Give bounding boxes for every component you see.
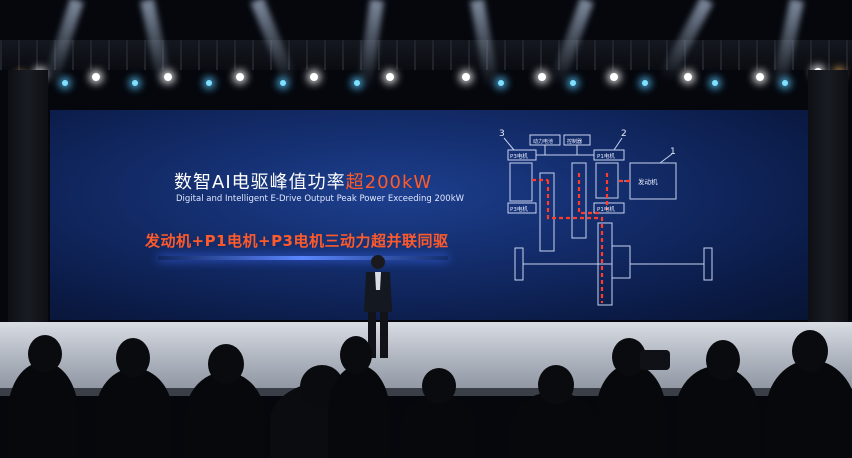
presenter: [364, 255, 392, 358]
audience-member: [792, 330, 828, 372]
wheel-right: [703, 247, 713, 281]
stage-light: [92, 73, 100, 81]
stage-light: [498, 80, 504, 86]
diagram-label-p1-bottom: P1电机: [597, 205, 615, 213]
audience-member: [8, 362, 78, 458]
stage-light: [462, 73, 470, 81]
stage-light: [712, 80, 718, 86]
stage-light: [782, 80, 788, 86]
audience-member: [766, 360, 852, 458]
audience-member: [422, 368, 456, 404]
slide-title: 数智AI电驱峰值功率超200kW: [174, 168, 432, 194]
audience-member: [95, 368, 173, 458]
diagram-label-battery: 动力电池: [533, 138, 553, 145]
power-flow-path: [546, 180, 604, 303]
audience-member: [538, 365, 574, 405]
stage-light: [610, 73, 618, 81]
stage-light: [684, 73, 692, 81]
stage-light: [386, 73, 394, 81]
p3-motor-body: [509, 162, 533, 202]
stage-light: [310, 73, 318, 81]
diagram-callout-1: 1: [670, 147, 676, 157]
diagram-label-p3-top: P3电机: [510, 152, 528, 160]
gear-shaft-left: [539, 172, 555, 252]
audience-member: [208, 344, 244, 384]
stage-light: [206, 80, 212, 86]
audience-member: [28, 335, 62, 373]
audience-member: [400, 394, 476, 458]
stage-light: [570, 80, 576, 86]
audience-member: [340, 336, 372, 374]
stage-light: [756, 73, 764, 81]
stage-light: [280, 80, 286, 86]
audience-member: [116, 338, 150, 378]
stage-light: [62, 80, 68, 86]
audience-member: [328, 365, 390, 458]
slide-tagline: 发动机+P1电机+P3电机三动力超并联同驱: [145, 232, 449, 250]
audience-member: [706, 340, 740, 380]
stage-light: [354, 80, 360, 86]
wheel-left: [514, 247, 524, 281]
stage-light: [236, 73, 244, 81]
diagram-label-engine: 发动机: [638, 177, 658, 186]
stage-light: [642, 80, 648, 86]
camera: [640, 350, 670, 370]
stage-light: [538, 73, 546, 81]
gear-shaft-mid: [571, 162, 587, 239]
powertrain-diagram: 3 2 1 P3电机 动力电池 控制器 P1电机 发动机 P3电机 P1电机: [499, 129, 713, 306]
diagram-callout-3: 3: [499, 129, 505, 139]
stage-light: [132, 80, 138, 86]
diagram-label-p1-top: P1电机: [597, 152, 615, 160]
slide-subtitle: Digital and Intelligent E-Drive Output P…: [176, 194, 465, 204]
stage-pillar: [8, 70, 48, 325]
p3-motor-bottom-box: [507, 202, 537, 214]
audience-member: [675, 366, 759, 458]
slide-title-accent: 超200kW: [345, 172, 433, 193]
presentation-screen: [50, 110, 808, 320]
diagram-label-p3-bottom: P3电机: [510, 205, 528, 213]
diagram-callout-2: 2: [621, 129, 627, 139]
lighting-truss: [0, 40, 852, 70]
audience-member: [185, 372, 265, 458]
slide-accent-line: [158, 256, 448, 260]
stage-light: [164, 73, 172, 81]
stage-pillar: [808, 70, 848, 325]
differential: [611, 245, 631, 279]
audience-member: [596, 364, 666, 458]
p1-motor-bottom-box: [593, 202, 625, 214]
slide-title-main: 数智AI电驱峰值功率: [174, 172, 346, 193]
diagram-label-controller: 控制器: [567, 138, 582, 145]
